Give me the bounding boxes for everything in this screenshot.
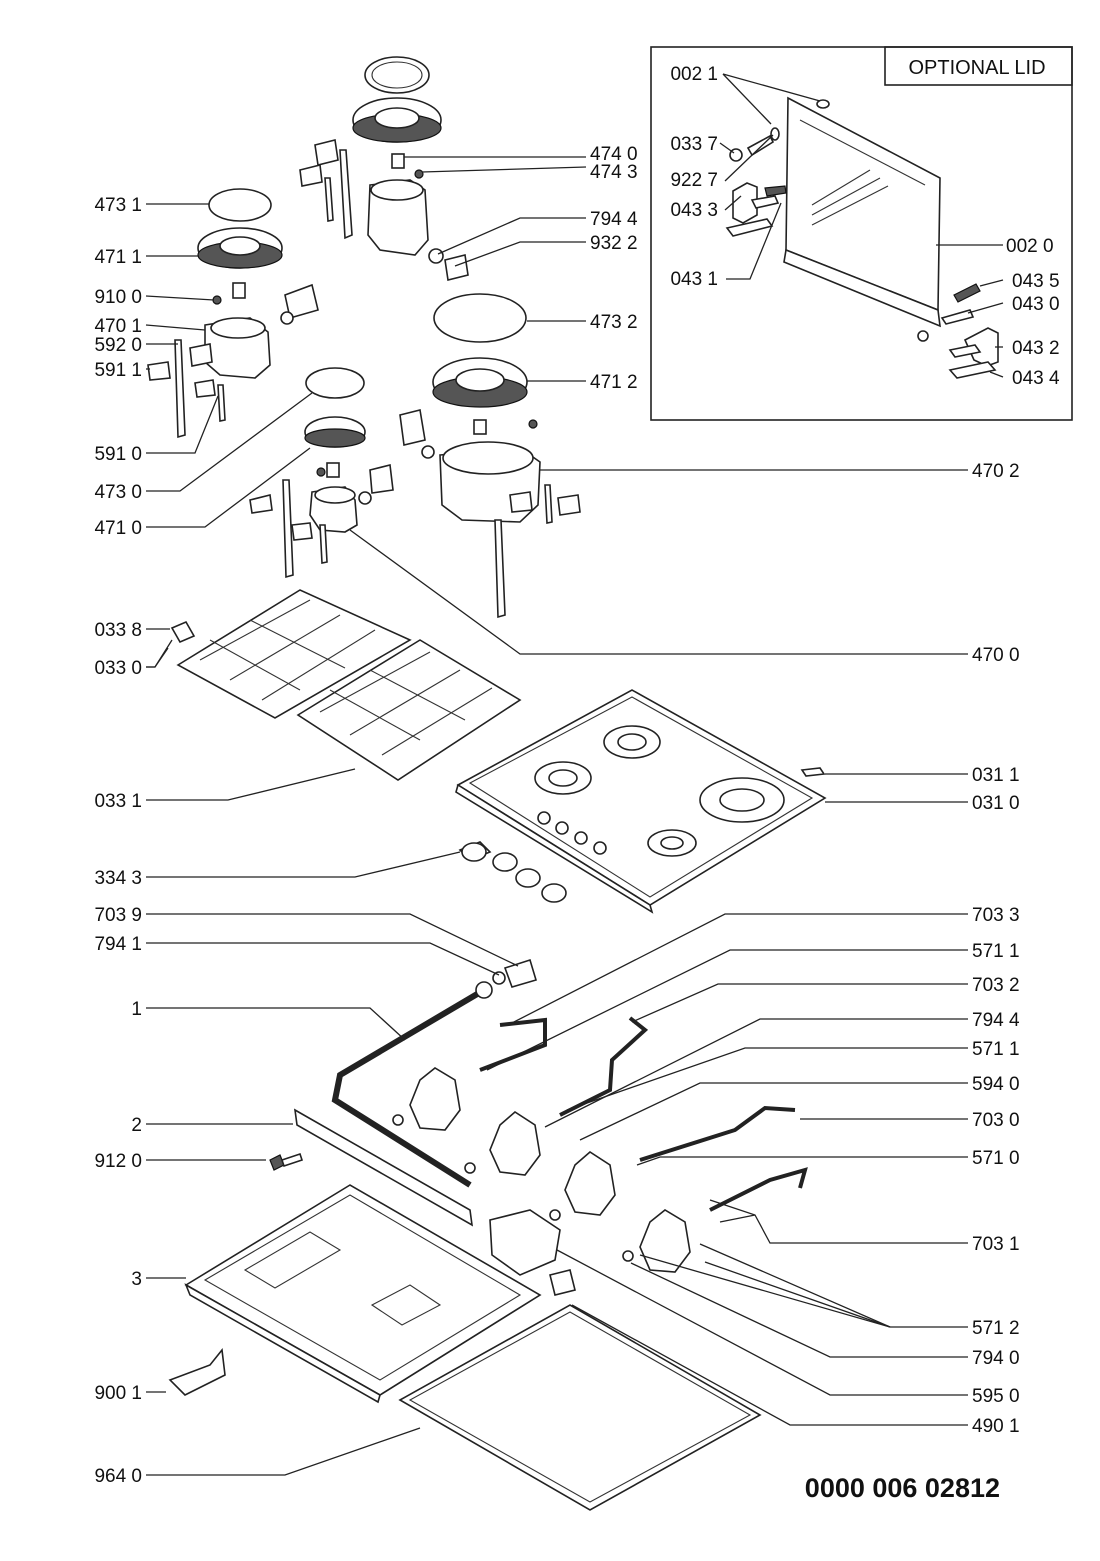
label-470-1: 470 1 (94, 316, 142, 337)
label-002-0: 002 0 (1006, 236, 1054, 257)
label-334-3: 334 3 (94, 868, 142, 889)
pan-support-left (170, 589, 412, 719)
label-031-0: 031 0 (972, 793, 1020, 814)
label-470-2: 470 2 (972, 461, 1020, 482)
label-703-1: 703 1 (972, 1234, 1020, 1255)
label-932-2: 932 2 (590, 233, 638, 254)
label-033-7: 033 7 (670, 134, 718, 155)
label-490-1: 490 1 (972, 1416, 1020, 1437)
burner-top-left (147, 188, 319, 439)
label-794-1: 794 1 (94, 934, 142, 955)
label-043-1: 043 1 (670, 269, 718, 290)
burner-top-center (299, 56, 469, 281)
optional-lid-panel: OPTIONAL LID (650, 46, 1073, 421)
label-470-0: 470 0 (972, 645, 1020, 666)
label-002-1: 002 1 (670, 64, 718, 85)
label-033-8: 033 8 (94, 620, 142, 641)
label-964-0: 964 0 (94, 1466, 142, 1487)
label-474-0: 474 0 (590, 144, 638, 165)
hinge-parts-right (940, 283, 999, 379)
control-knobs (458, 841, 567, 903)
burner-middle-left (249, 367, 394, 579)
label-043-4: 043 4 (1012, 368, 1060, 389)
screw-912 (269, 1152, 304, 1171)
label-471-0: 471 0 (94, 518, 142, 539)
label-592-0: 592 0 (94, 335, 142, 356)
base-tray (184, 1184, 542, 1404)
label-2: 2 (131, 1115, 142, 1136)
cooktop-panel (455, 689, 827, 914)
gas-pipes-valves (331, 958, 808, 1296)
label-794-4-b: 794 4 (972, 1010, 1020, 1031)
label-3: 3 (131, 1269, 142, 1290)
label-033-0: 033 0 (94, 658, 142, 679)
label-043-2: 043 2 (1012, 338, 1060, 359)
document-number: 0000 006 02812 (805, 1473, 1000, 1503)
label-471-1: 471 1 (94, 247, 142, 268)
label-594-0: 594 0 (972, 1074, 1020, 1095)
label-043-5: 043 5 (1012, 271, 1060, 292)
label-571-0: 571 0 (972, 1148, 1020, 1169)
label-900-1: 900 1 (94, 1383, 142, 1404)
label-473-1: 473 1 (94, 195, 142, 216)
burner-middle-right (399, 293, 581, 619)
support-bar (293, 1108, 474, 1227)
hinge-parts-left (725, 127, 787, 237)
label-591-0: 591 0 (94, 444, 142, 465)
label-703-0: 703 0 (972, 1110, 1020, 1131)
label-794-0: 794 0 (972, 1348, 1020, 1369)
label-912-0: 912 0 (94, 1151, 142, 1172)
pan-support-right (296, 639, 522, 781)
label-473-0: 473 0 (94, 482, 142, 503)
label-471-2: 471 2 (590, 372, 638, 393)
label-910-0: 910 0 (94, 287, 142, 308)
glass-lid (783, 96, 941, 342)
seal-gasket (398, 1304, 762, 1511)
label-031-1: 031 1 (972, 765, 1020, 786)
label-033-1: 033 1 (94, 791, 142, 812)
label-043-3: 043 3 (670, 200, 718, 221)
clip-900 (168, 1348, 226, 1396)
label-571-2: 571 2 (972, 1318, 1020, 1339)
leader-lines (145, 156, 968, 1476)
optional-lid-title: OPTIONAL LID (908, 57, 1045, 79)
label-1: 1 (131, 999, 142, 1020)
label-474-3: 474 3 (590, 162, 638, 183)
label-595-0: 595 0 (972, 1386, 1020, 1407)
label-591-1: 591 1 (94, 360, 142, 381)
label-703-3: 703 3 (972, 905, 1020, 926)
label-571-1-b: 571 1 (972, 1039, 1020, 1060)
label-473-2: 473 2 (590, 312, 638, 333)
label-703-9: 703 9 (94, 905, 142, 926)
label-922-7: 922 7 (670, 170, 718, 191)
label-703-2: 703 2 (972, 975, 1020, 996)
label-794-4-a: 794 4 (590, 209, 638, 230)
label-571-1-a: 571 1 (972, 941, 1020, 962)
part-labels: 474 0 474 3 473 1 794 4 932 2 471 1 910 … (94, 144, 1020, 1487)
label-043-0: 043 0 (1012, 294, 1060, 315)
